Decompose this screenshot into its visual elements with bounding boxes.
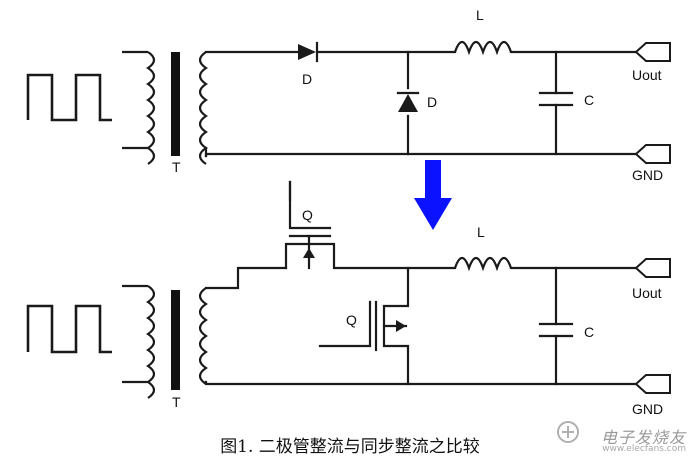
top-gnd-label: GND: [632, 167, 663, 183]
top-shunt-diode-label: D: [427, 94, 437, 110]
top-shunt-diode: [396, 91, 420, 112]
bottom-shunt-mosfet: [318, 266, 410, 386]
down-arrow: [414, 160, 452, 230]
top-inductor-label: L: [476, 7, 484, 23]
bottom-transformer-core: [171, 290, 180, 390]
top-inductor: [453, 40, 513, 56]
bottom-square-wave: [26, 304, 112, 354]
top-capacitor: [538, 91, 574, 107]
top-circuit: T D L D C Uout GND: [26, 7, 671, 183]
top-series-diode: [298, 41, 319, 63]
watermark-logo: [557, 421, 579, 443]
bottom-series-mosfet-label: Q: [302, 207, 313, 223]
bottom-gnd-label: GND: [632, 401, 663, 417]
watermark-url: www.elecfans.com: [602, 444, 686, 454]
bottom-uout-label: Uout: [632, 285, 662, 301]
bottom-gnd-terminal: [634, 374, 671, 394]
bottom-secondary-wire: [204, 266, 288, 290]
top-series-diode-label: D: [302, 71, 312, 87]
top-lower-rail: [204, 152, 638, 158]
bottom-transformer-label: T: [172, 394, 181, 410]
bottom-series-mosfet: [284, 180, 457, 270]
bottom-capacitor-label: C: [584, 324, 594, 340]
top-uout-terminal: [634, 42, 671, 62]
top-primary-coil: [122, 50, 156, 165]
watermark-text: 电子发烧友: [600, 428, 686, 447]
bottom-primary-coil: [122, 284, 156, 399]
top-gnd-terminal: [634, 144, 671, 164]
bottom-shunt-mosfet-label: Q: [346, 312, 357, 328]
top-square-wave: [26, 73, 112, 122]
bottom-inductor: [453, 256, 513, 272]
bottom-uout-terminal: [634, 258, 671, 278]
top-transformer-core: [171, 52, 180, 156]
top-secondary-coil: [198, 51, 208, 165]
bottom-circuit: T Q L Q: [26, 180, 671, 417]
bottom-lower-rail: [204, 380, 638, 386]
bottom-inductor-label: L: [477, 224, 485, 240]
bottom-secondary-coil: [198, 287, 208, 385]
bottom-capacitor: [538, 322, 574, 338]
top-uout-label: Uout: [632, 67, 662, 83]
top-capacitor-label: C: [584, 92, 594, 108]
figure-caption: 图1. 二极管整流与同步整流之比较: [220, 437, 480, 457]
top-transformer-label: T: [172, 159, 181, 175]
